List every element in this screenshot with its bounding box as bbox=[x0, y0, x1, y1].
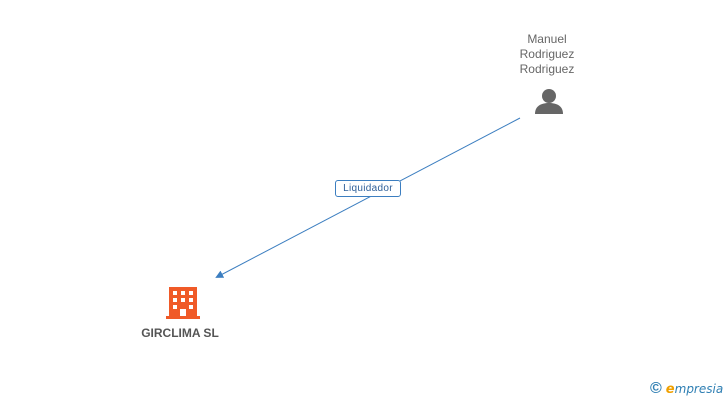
brand-logo: empresia bbox=[666, 382, 723, 397]
brand-initial: e bbox=[665, 381, 675, 397]
person-name-line-2: Rodriguez bbox=[519, 47, 575, 61]
person-name-line-1: Manuel bbox=[527, 32, 567, 46]
company-name[interactable]: GIRCLIMA SL bbox=[141, 326, 219, 340]
person-name[interactable]: Manuel Rodriguez Rodriguez bbox=[497, 32, 597, 77]
relation-label: Liquidador bbox=[335, 180, 401, 197]
footer-brand[interactable]: © empresia bbox=[650, 378, 723, 400]
relation-edge bbox=[215, 117, 521, 278]
building-icon[interactable] bbox=[166, 287, 200, 319]
person-name-line-3: Rodriguez bbox=[519, 62, 575, 76]
copyright-icon: © bbox=[650, 380, 662, 397]
brand-rest: mpresia bbox=[674, 381, 724, 396]
person-icon[interactable] bbox=[535, 89, 563, 114]
